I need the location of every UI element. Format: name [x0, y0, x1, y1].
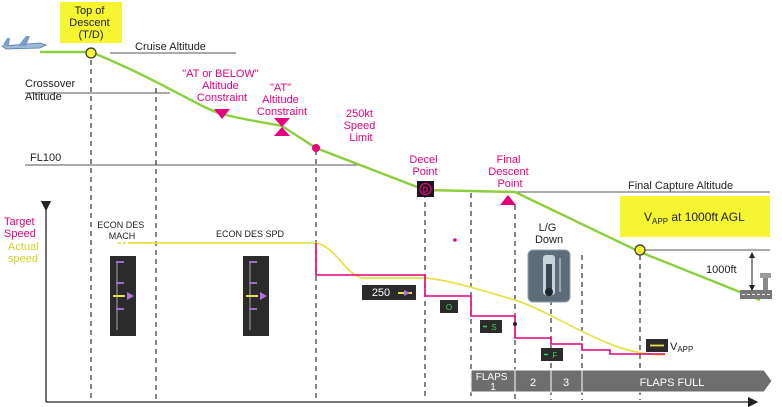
actual-speed-line-1: Actual — [8, 241, 39, 253]
svg-text:Actual speed: Actual speed — [8, 241, 42, 265]
econ-des-mach-line-1: ECON DES — [97, 220, 144, 230]
fl100-label: FL100 — [30, 152, 61, 164]
speed-limit-line-3: Limit — [349, 132, 372, 144]
vapp-end-v: V — [670, 341, 678, 353]
flaps-2-label: 2 — [530, 377, 536, 389]
svg-text:Top of Descent (T/D): Top of Descent (T/D) — [69, 5, 112, 41]
tod-marker — [85, 47, 97, 59]
target-speed-line-2: Speed — [4, 228, 36, 240]
at-constraint-bowtie-icon — [274, 118, 290, 136]
thousand-ft-marker — [634, 244, 646, 256]
svg-text:VAPP at 1000ft AGL: VAPP at 1000ft AGL — [644, 210, 745, 226]
at-or-below-triangle-icon — [214, 109, 230, 119]
crossover-line-1: Crossover — [25, 78, 75, 90]
tower-icon — [760, 273, 771, 290]
speed-tape-spd-icon — [243, 256, 269, 336]
tag-f: F — [541, 348, 563, 361]
tag-o: O — [440, 300, 458, 313]
flaps-full-label: FLAPS FULL — [640, 377, 705, 389]
decel-line-1: Decel — [409, 154, 437, 166]
target-speed-line-1: Target — [4, 216, 35, 228]
svg-text:Decel Point: Decel Point — [409, 154, 440, 178]
speed-250-label: 250 — [372, 287, 390, 299]
runway-icon — [740, 290, 772, 299]
fdp-triangle-icon — [500, 195, 516, 205]
econ-des-spd-label: ECON DES SPD — [216, 229, 285, 239]
at-line-2: Altitude — [262, 94, 299, 106]
lg-down-line-1: L/G — [539, 222, 557, 234]
actual-speed-line-2: speed — [8, 253, 38, 265]
vapp-end-sub: APP — [677, 345, 693, 354]
fdp-line-3: Point — [497, 178, 522, 190]
flaps-1-line-2: 1 — [490, 382, 496, 393]
tod-callout — [60, 2, 122, 43]
at-or-below-line-2: Altitude — [202, 80, 239, 92]
tod-line-1: Top of — [74, 5, 105, 17]
vapp-callout-sub: APP — [652, 217, 668, 226]
final-capture-altitude-label: Final Capture Altitude — [628, 180, 733, 192]
vapp-callout-rest: at 1000ft AGL — [668, 210, 745, 224]
svg-text:L/G Down: L/G Down — [535, 222, 563, 246]
vapp-callout — [620, 196, 770, 237]
stray-magenta-dot — [453, 238, 457, 242]
decel-symbol: D — [423, 186, 429, 195]
tag-f-label: F — [553, 351, 558, 360]
speed-250-box — [362, 285, 416, 300]
speed-limit-line-2: Speed — [344, 120, 376, 132]
landing-gear-lever-icon — [527, 249, 571, 303]
at-line-3: Constraint — [257, 106, 307, 118]
svg-text:"AT or BELOW" Altitude: "AT or BELOW" Altitude Constraint — [182, 68, 262, 104]
at-or-below-line-1: "AT or BELOW" — [182, 68, 259, 80]
crossover-line-2: Altitude — [25, 91, 62, 103]
vapp-callout-v: V — [644, 210, 652, 224]
econ-des-mach-line-2: MACH — [109, 231, 136, 241]
tag-o-label: O — [446, 303, 452, 312]
fdp-line-1: Final — [497, 154, 521, 166]
speed-tape-mach-icon — [110, 256, 136, 336]
speed-limit-dot — [312, 144, 320, 152]
lg-down-line-2: Down — [535, 234, 563, 246]
target-speed-step — [315, 243, 665, 355]
flaps-1-line-1: FLAPS — [476, 372, 508, 383]
flaps-full-segment — [581, 369, 773, 393]
at-line-1: "AT" — [270, 82, 291, 94]
cruise-altitude-label: Cruise Altitude — [135, 41, 206, 53]
at-or-below-line-3: Constraint — [197, 92, 247, 104]
svg-text:Final Descent Point: Final Descent Point — [488, 154, 531, 190]
flaps-3-label: 3 — [563, 377, 569, 389]
flaps-bar — [470, 369, 773, 393]
tod-line-3: (T/D) — [78, 29, 103, 41]
svg-text:VAPP: VAPP — [670, 341, 693, 354]
svg-text:FLAPS 1: FLAPS 1 — [476, 372, 510, 393]
actual-speed-curve — [130, 242, 666, 356]
aircraft-icon — [0, 36, 48, 50]
decel-line-2: Point — [412, 166, 437, 178]
tag-s: S — [480, 320, 502, 333]
svg-text:Target Speed: Target Speed — [4, 216, 38, 240]
svg-text:Crossover Altitude: Crossover Altitude — [25, 78, 78, 103]
tag-s-label: S — [491, 323, 496, 332]
fdp-line-2: Descent — [488, 166, 528, 178]
svg-text:ECON DES MACH: ECON DES MACH — [97, 220, 147, 241]
thousand-ft-label: 1000ft — [706, 264, 737, 276]
svg-text:"AT" Altitude Constrai: "AT" Altitude Constraint — [257, 82, 307, 118]
tod-line-2: Descent — [69, 17, 109, 29]
speed-limit-line-1: 250kt — [346, 108, 373, 120]
svg-text:250kt Speed Limit: 250kt Speed Limit — [344, 108, 379, 144]
descent-profile-path — [40, 50, 761, 302]
lg-down-marker — [513, 322, 517, 326]
